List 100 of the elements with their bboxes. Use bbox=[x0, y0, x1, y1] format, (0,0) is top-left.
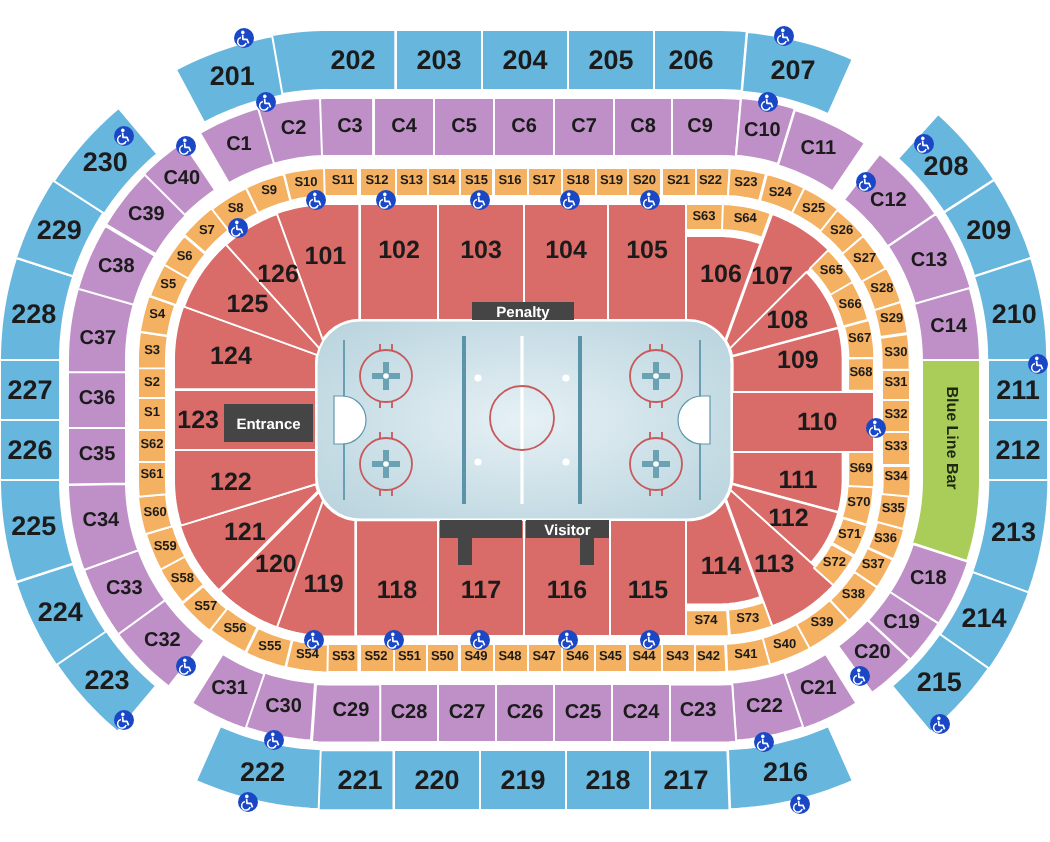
seating-section bbox=[272, 30, 396, 95]
seating-section bbox=[891, 634, 989, 733]
seating-section bbox=[554, 684, 612, 742]
section-number: C34 bbox=[82, 512, 120, 533]
section-number: 124 bbox=[210, 343, 252, 369]
seating-section bbox=[460, 168, 493, 196]
section-number: 214 bbox=[961, 605, 1007, 632]
seating-section bbox=[320, 98, 374, 157]
seating-section bbox=[694, 643, 727, 672]
section-number: C25 bbox=[564, 703, 602, 723]
section-number: 224 bbox=[37, 597, 83, 625]
section-number: C33 bbox=[105, 579, 143, 600]
section-number: 215 bbox=[916, 669, 962, 697]
section-number: 126 bbox=[257, 261, 299, 286]
section-number: C22 bbox=[746, 698, 783, 719]
seating-section bbox=[68, 287, 134, 372]
section-number: C19 bbox=[883, 613, 920, 634]
section-number: 206 bbox=[668, 46, 714, 74]
seating-section bbox=[612, 684, 670, 742]
seating-section bbox=[880, 333, 910, 369]
section-number: 219 bbox=[500, 766, 546, 794]
seating-section bbox=[396, 30, 482, 90]
section-number: C1 bbox=[226, 135, 252, 156]
seating-section bbox=[610, 520, 686, 636]
seating-section bbox=[138, 368, 166, 398]
seating-section bbox=[68, 372, 126, 428]
seating-section bbox=[174, 390, 316, 450]
section-number: 213 bbox=[990, 518, 1036, 546]
seating-section bbox=[661, 644, 694, 672]
section-number: 222 bbox=[239, 758, 285, 786]
seating-section bbox=[722, 204, 772, 238]
section-number: C4 bbox=[391, 117, 417, 137]
section-number: 109 bbox=[777, 348, 819, 374]
seating-section bbox=[428, 168, 460, 196]
seating-section bbox=[199, 108, 274, 184]
seating-section bbox=[311, 683, 380, 742]
seating-section bbox=[686, 609, 729, 636]
section-number: 116 bbox=[546, 577, 588, 603]
section-number: C10 bbox=[744, 121, 781, 142]
seating-section bbox=[496, 684, 554, 742]
section-number: C21 bbox=[799, 680, 837, 701]
section-number: C32 bbox=[144, 631, 181, 652]
section-number: 106 bbox=[700, 262, 742, 288]
seating-section bbox=[380, 684, 438, 742]
seating-section bbox=[847, 357, 874, 390]
section-number: C9 bbox=[687, 117, 713, 137]
section-number: C23 bbox=[679, 702, 717, 723]
section-number: 112 bbox=[768, 505, 809, 531]
section-number: C31 bbox=[211, 680, 248, 701]
section-number: 227 bbox=[7, 376, 53, 404]
seating-section bbox=[195, 726, 321, 810]
section-number: 125 bbox=[226, 291, 269, 317]
section-number: C11 bbox=[800, 139, 837, 160]
section-number: C38 bbox=[97, 257, 135, 278]
seating-section bbox=[0, 420, 60, 480]
seating-section bbox=[672, 98, 741, 157]
seating-section bbox=[360, 204, 438, 320]
seating-section bbox=[686, 204, 724, 231]
section-number: 115 bbox=[627, 577, 669, 603]
section-number: C26 bbox=[506, 703, 544, 723]
section-number: 211 bbox=[996, 376, 1040, 404]
seating-section bbox=[727, 602, 772, 636]
seating-section bbox=[882, 432, 910, 465]
seating-section bbox=[0, 360, 60, 420]
seating-section bbox=[566, 750, 650, 810]
seating-section bbox=[493, 644, 527, 672]
section-number: 101 bbox=[304, 243, 347, 269]
section-number: 201 bbox=[209, 62, 255, 90]
section-number: 202 bbox=[330, 46, 376, 74]
seating-section bbox=[68, 428, 126, 485]
seating-section bbox=[882, 369, 910, 399]
seating-section bbox=[494, 98, 554, 156]
section-number: 105 bbox=[626, 237, 668, 263]
seating-section bbox=[527, 168, 561, 196]
seating-section bbox=[138, 462, 167, 497]
seating-section bbox=[324, 168, 359, 197]
section-number: 228 bbox=[11, 299, 57, 327]
section-number: C28 bbox=[390, 703, 428, 723]
section-number: 207 bbox=[770, 56, 816, 84]
section-number: C24 bbox=[622, 703, 660, 723]
seating-section bbox=[326, 643, 359, 672]
section-number: C7 bbox=[571, 117, 597, 137]
seating-section bbox=[881, 465, 910, 497]
section-number: 210 bbox=[991, 299, 1037, 327]
section-number: 212 bbox=[995, 436, 1041, 464]
section-number: 111 bbox=[778, 468, 818, 494]
section-number: C30 bbox=[265, 698, 302, 719]
seating-section bbox=[482, 30, 568, 90]
seating-section bbox=[650, 749, 730, 810]
seating-section bbox=[68, 483, 139, 570]
section-number: C29 bbox=[332, 702, 370, 723]
seating-section bbox=[654, 30, 747, 91]
section-number: C40 bbox=[163, 170, 201, 191]
seating-section bbox=[138, 398, 166, 430]
seating-section bbox=[359, 644, 393, 672]
seating-section bbox=[614, 98, 672, 156]
seating-section bbox=[527, 644, 561, 672]
bar-area bbox=[912, 360, 980, 561]
seating-section bbox=[882, 399, 910, 432]
seating-section bbox=[493, 168, 527, 196]
